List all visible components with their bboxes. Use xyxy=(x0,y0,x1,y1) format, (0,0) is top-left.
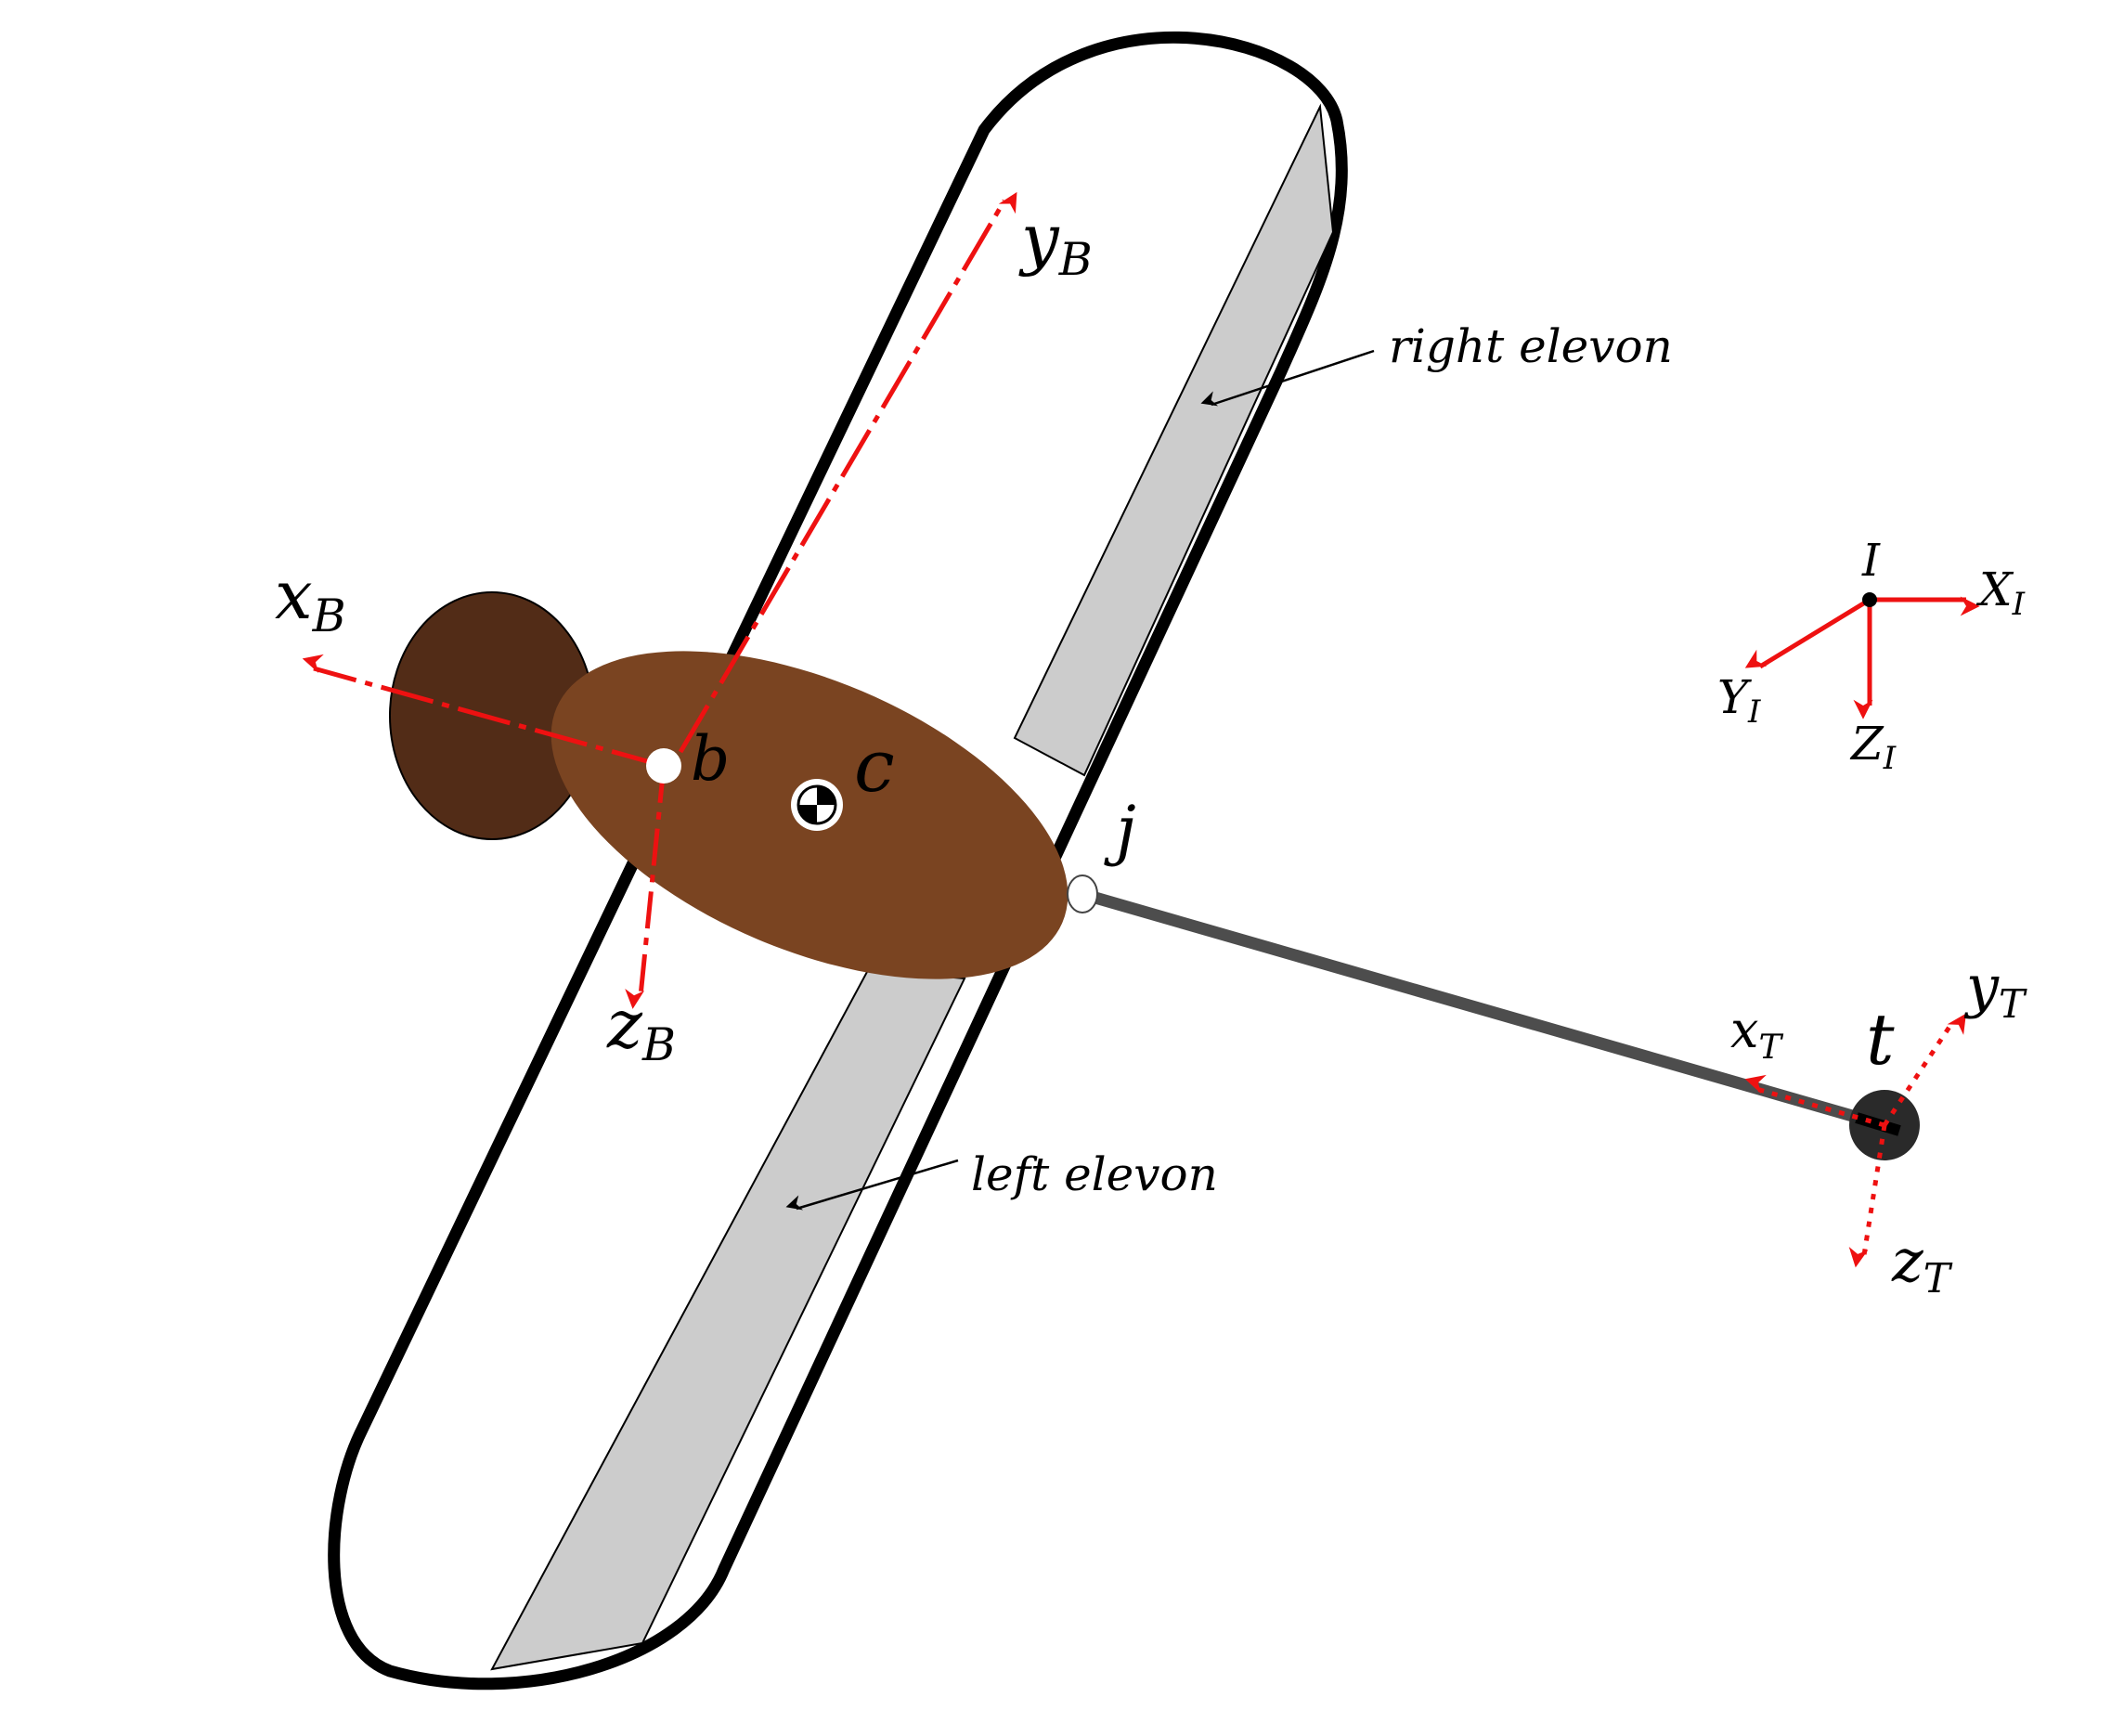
inertial-origin-point xyxy=(1862,592,1877,607)
zT-label: zT xyxy=(1891,1227,1953,1302)
yT-label: yT xyxy=(1963,952,2027,1027)
inertial-origin-label: I xyxy=(1861,535,1881,587)
xB-label: xB xyxy=(275,556,346,642)
zB-axis-arrow xyxy=(625,765,667,1009)
left-elevon-leader xyxy=(785,1159,959,1211)
right-elevon-label: right elevon xyxy=(1389,319,1673,373)
body-origin-label: b xyxy=(691,723,730,795)
yB-axis-arrow xyxy=(678,191,1017,754)
center-of-mass-icon xyxy=(791,779,843,831)
tether-end-label: t xyxy=(1866,998,1895,1081)
zB-label: zB xyxy=(606,985,676,1071)
joint-label: j xyxy=(1104,792,1136,868)
joint-point xyxy=(1067,874,1098,913)
YI-label: YI xyxy=(1717,670,1761,731)
tether xyxy=(1081,887,1886,1132)
ZI-label: ZI xyxy=(1849,717,1897,777)
xT-label: xT xyxy=(1730,1001,1783,1067)
body-origin-point xyxy=(646,748,681,784)
yT-axis-arrow xyxy=(1882,1013,1966,1127)
right-elevon xyxy=(1013,103,1335,777)
center-of-mass-label: c xyxy=(854,725,895,809)
xB-axis-arrow xyxy=(302,654,665,769)
yB-label: yB xyxy=(1018,200,1093,286)
left-elevon-label: left elevon xyxy=(971,1147,1218,1201)
right-elevon-leader xyxy=(1200,349,1375,407)
XI-label: XI xyxy=(1975,563,2026,623)
inertial-frame xyxy=(1744,592,1980,719)
